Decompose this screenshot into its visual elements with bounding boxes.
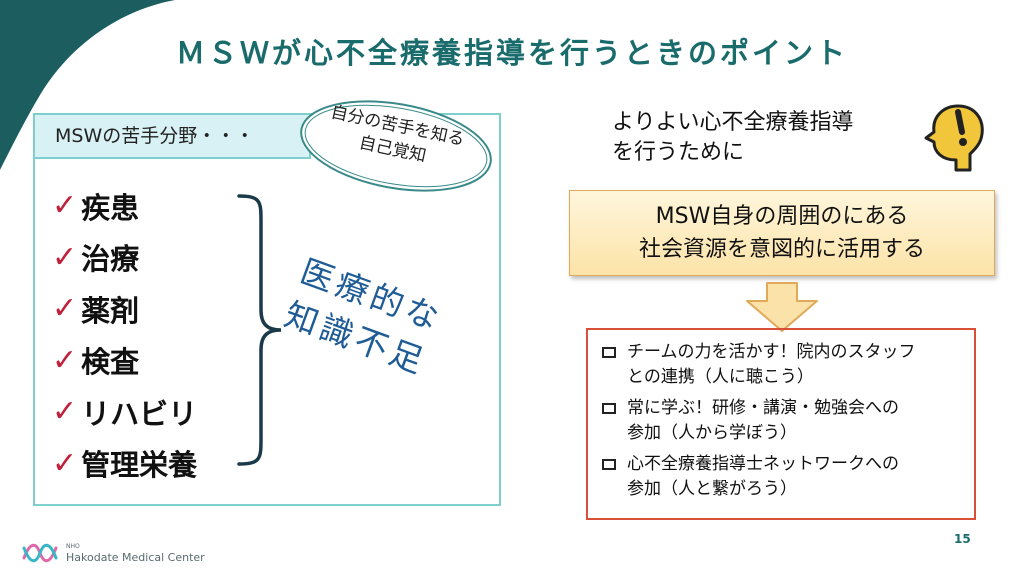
list-item: 心不全療養指導士ネットワークへの 参加（人と繋がろう） xyxy=(602,452,974,502)
intro-text: よりよい心不全療養指導 を行うために xyxy=(612,108,854,168)
list-item: ✓治療 xyxy=(52,232,197,284)
intro-line: を行うために xyxy=(612,140,745,165)
action-text: 心不全療養指導士ネットワークへの 参加（人と繋がろう） xyxy=(627,452,899,502)
self-awareness-bubble xyxy=(300,100,492,192)
weak-areas-list: ✓疾患 ✓治療 ✓薬剤 ✓検査 ✓リハビリ ✓管理栄養 xyxy=(52,180,197,489)
action-line: チームの力を活かす！院内のスタッフ xyxy=(627,342,916,362)
list-item-label: 薬剤 xyxy=(81,293,140,328)
list-item-label: 管理栄養 xyxy=(81,448,198,483)
list-item: ✓疾患 xyxy=(52,180,197,232)
list-item: ✓リハビリ xyxy=(52,386,197,438)
logo-org: NHO xyxy=(66,542,80,550)
list-item-label: リハビリ xyxy=(81,396,198,431)
list-item: チームの力を活かす！院内のスタッフ との連携（人に聴こう） xyxy=(602,340,974,390)
intro-line: よりよい心不全療養指導 xyxy=(612,110,854,135)
actions-box: チームの力を活かす！院内のスタッフ との連携（人に聴こう） 常に学ぶ！研修・講演… xyxy=(586,328,976,520)
check-mark-icon: ✓ xyxy=(52,291,78,327)
list-item: ✓薬剤 xyxy=(52,283,197,335)
weak-areas-header: MSWの苦手分野・・・ xyxy=(33,113,311,159)
action-line: との連携（人に聴こう） xyxy=(627,367,814,387)
square-bullet-icon xyxy=(602,403,616,414)
down-arrow-icon xyxy=(746,282,818,332)
goal-box: MSW自身の周囲のにある 社会資源を意図的に活用する xyxy=(569,190,995,276)
page-number: 15 xyxy=(954,532,971,546)
action-line: 参加（人と繋がろう） xyxy=(627,479,797,499)
goal-line: MSW自身の周囲のにある xyxy=(655,204,909,229)
list-item: 常に学ぶ！研修・講演・勉強会への 参加（人から学ぼう） xyxy=(602,396,974,446)
list-item: ✓管理栄養 xyxy=(52,438,197,490)
logo-name: Hakodate Medical Center xyxy=(66,550,205,564)
list-item: ✓検査 xyxy=(52,335,197,387)
goal-line: 社会資源を意図的に活用する xyxy=(638,237,925,262)
slide-title: ＭＳＷが心不全療養指導を行うときのポイント xyxy=(175,36,848,70)
list-item-label: 疾患 xyxy=(81,190,140,225)
actions-list: チームの力を活かす！院内のスタッフ との連携（人に聴こう） 常に学ぶ！研修・講演… xyxy=(602,340,974,502)
nho-logo-icon xyxy=(22,543,58,563)
action-line: 参加（人から学ぼう） xyxy=(627,423,797,443)
head-exclamation-icon xyxy=(924,104,984,172)
check-mark-icon: ✓ xyxy=(52,188,78,224)
check-mark-icon: ✓ xyxy=(52,342,78,378)
action-line: 常に学ぶ！研修・講演・勉強会への xyxy=(627,398,899,418)
list-item-label: 治療 xyxy=(81,242,140,277)
check-mark-icon: ✓ xyxy=(52,239,78,275)
square-bullet-icon xyxy=(602,459,616,470)
action-text: 常に学ぶ！研修・講演・勉強会への 参加（人から学ぼう） xyxy=(627,396,899,446)
action-text: チームの力を活かす！院内のスタッフ との連携（人に聴こう） xyxy=(627,340,916,390)
square-bullet-icon xyxy=(602,347,616,358)
hospital-logo: NHO Hakodate Medical Center xyxy=(20,540,205,566)
action-line: 心不全療養指導士ネットワークへの xyxy=(627,454,899,474)
check-mark-icon: ✓ xyxy=(52,394,78,430)
check-mark-icon: ✓ xyxy=(52,445,78,481)
right-brace-icon xyxy=(237,194,282,466)
list-item-label: 検査 xyxy=(81,345,140,380)
